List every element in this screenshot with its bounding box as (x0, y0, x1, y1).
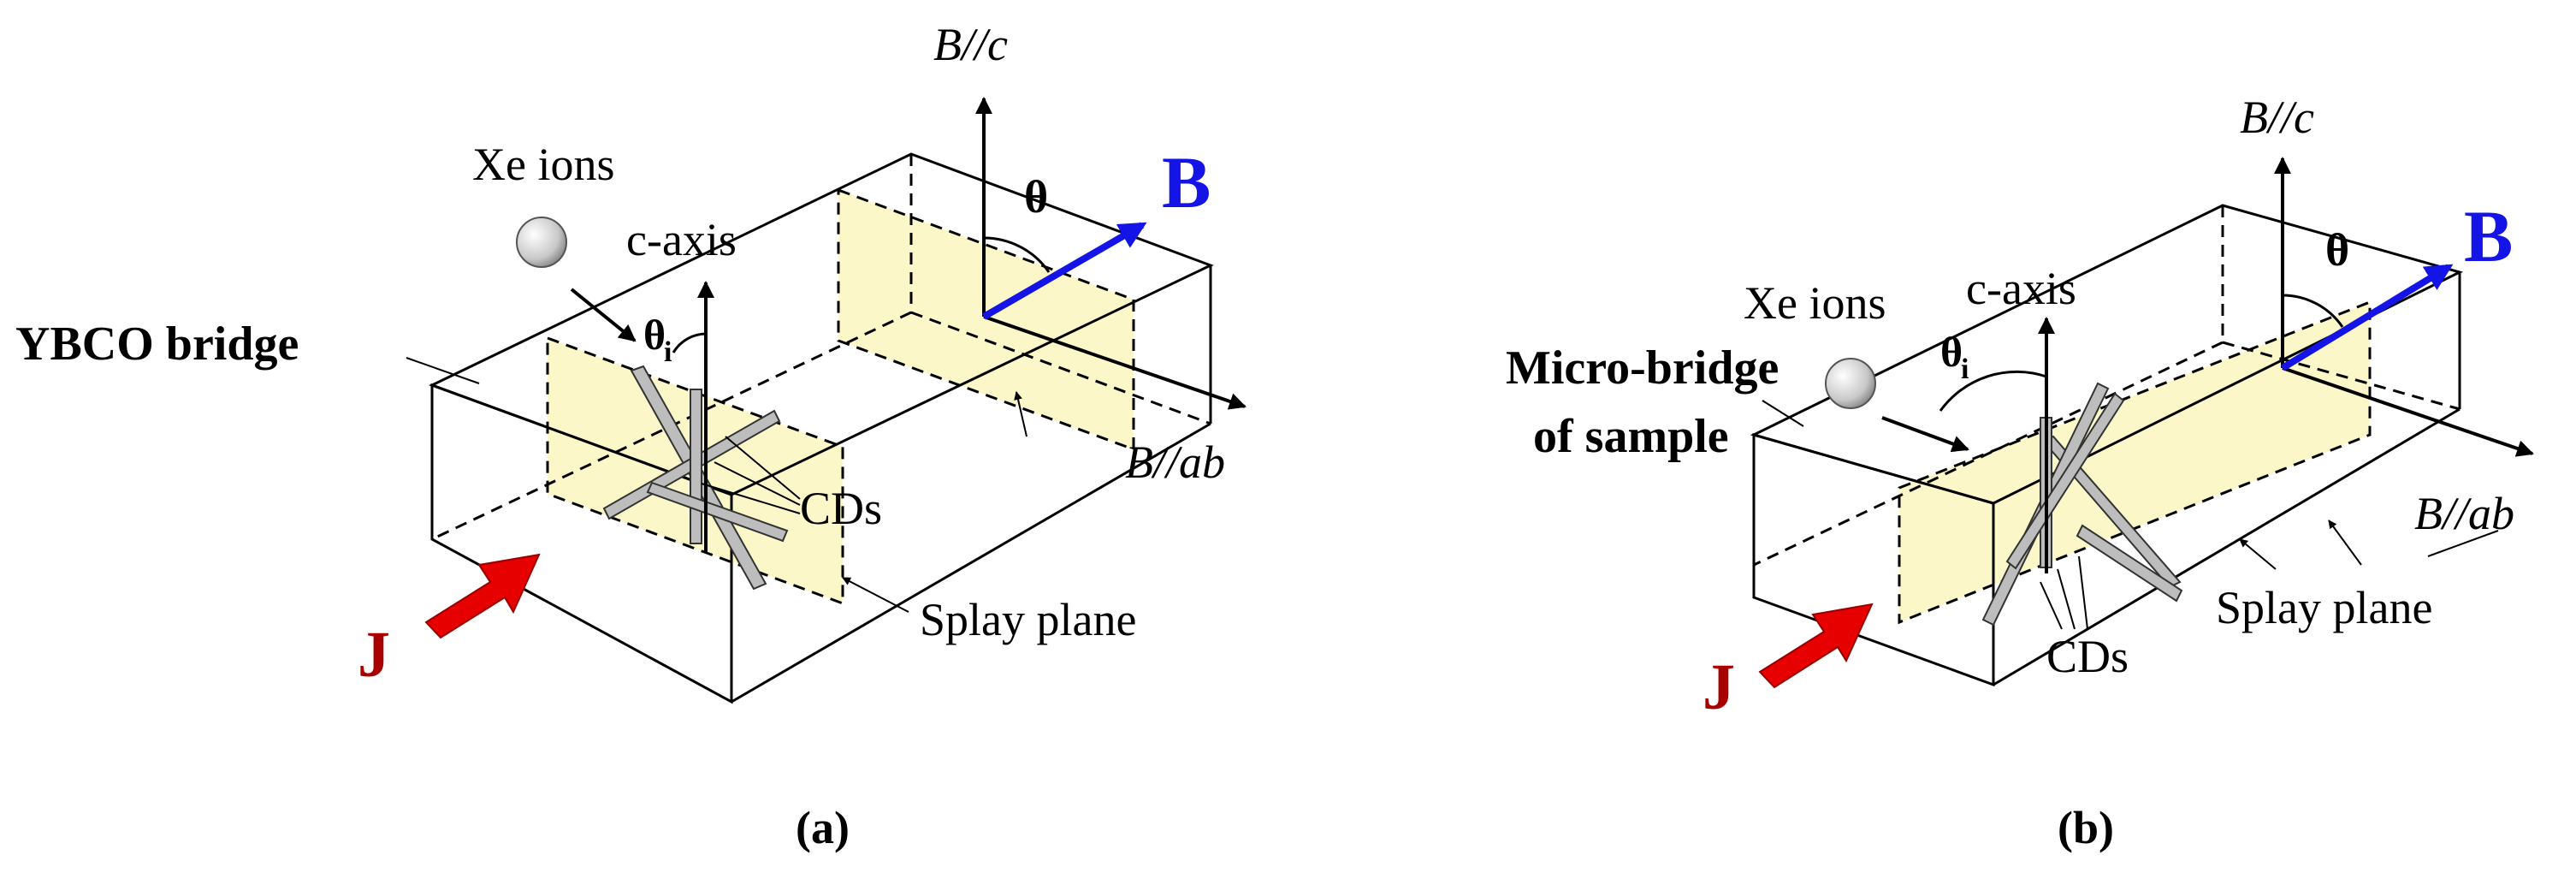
ions-label: Xe ions (1744, 277, 1886, 329)
splay-plane-back (837, 187, 1135, 452)
theta-i-label: θ (1940, 328, 1963, 376)
c-axis-label: c-axis (626, 214, 737, 265)
theta-i-arc (672, 332, 707, 353)
splay-leader (2328, 520, 2362, 566)
theta-i-label: θ (643, 311, 666, 359)
box-outline (1750, 204, 2464, 687)
axis-c-label: B//c (2240, 92, 2314, 143)
cd-rod (2005, 392, 2125, 570)
current-label: J (1703, 651, 1735, 723)
cds-label: CDs (800, 483, 882, 534)
box-outline (429, 152, 1214, 704)
splay-leader (842, 577, 909, 613)
ions-label: Xe ions (472, 139, 614, 190)
current-arrow (424, 553, 541, 639)
panel-a-caption: (a) (796, 802, 850, 853)
axis-ab-label: B//ab (1125, 437, 1225, 488)
xe-ion (1825, 358, 1876, 409)
current-label: J (358, 619, 390, 691)
axis-ab-label: B//ab (2414, 488, 2514, 539)
splay-plane-leader (2427, 530, 2499, 557)
cd-rod (2076, 524, 2183, 603)
hidden-edges (1753, 205, 2461, 567)
sample-leader (406, 357, 480, 384)
cds-leaders (701, 436, 801, 514)
splay-label: Splay plane (2216, 582, 2432, 633)
sample-label: YBCO bridge (15, 318, 299, 371)
splay-leader (1014, 391, 1027, 437)
theta-i-arc (1939, 370, 2047, 412)
splay-label: Splay plane (920, 594, 1136, 645)
splay-plane (1898, 300, 2372, 625)
ion-trajectory-arrow (1881, 416, 1969, 453)
cd-rod (646, 481, 789, 543)
theta-arc (983, 236, 1051, 273)
splay-leader (2239, 538, 2277, 570)
field-arrow (2280, 264, 2454, 371)
current-arrow (1758, 603, 1874, 689)
panel-a: B//c B//ab θ B Xe ions c-axis θ i YBCO b… (15, 19, 1247, 853)
b-ab-axis-arrow (983, 315, 1247, 410)
theta-i-subscript: i (1961, 353, 1969, 385)
field-label: B (2464, 195, 2513, 277)
sample-label-line2: of sample (1533, 410, 1729, 463)
cd-rods (602, 365, 789, 591)
cds-leaders (2040, 555, 2088, 630)
ion-trajectory-arrow (570, 288, 637, 342)
xe-ion (516, 217, 567, 268)
theta-label: θ (1024, 171, 1048, 223)
panel-b: B//c B//ab θ B Xe ions c-axis θ i Micro-… (1506, 92, 2534, 853)
sample-leader (1762, 400, 1804, 427)
theta-i-subscript: i (664, 336, 672, 368)
panel-b-caption: (b) (2058, 802, 2114, 853)
field-arrow (981, 222, 1147, 320)
b-ab-axis-arrow (2282, 366, 2534, 457)
field-label: B (1162, 141, 1211, 223)
theta-arc (2282, 294, 2344, 328)
sample-label-line1: Micro-bridge (1506, 342, 1779, 395)
c-axis-label: c-axis (1966, 263, 2076, 314)
cd-rod (690, 389, 702, 544)
axis-c-label: B//c (933, 19, 1008, 70)
theta-label: θ (2325, 224, 2349, 276)
cds-label: CDs (2046, 631, 2129, 682)
